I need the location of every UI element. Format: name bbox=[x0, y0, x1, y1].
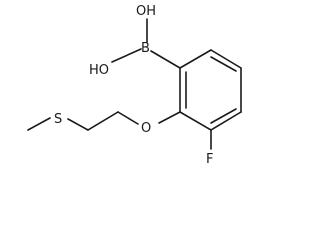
bond-oxygen-ch2 bbox=[117, 111, 139, 125]
bond-c2-ether-oxygen bbox=[158, 111, 181, 124]
atom-label-hydroxyl-top: OH bbox=[136, 4, 156, 19]
atom-label-fluorine: F bbox=[206, 152, 213, 167]
atom-label-ether-oxygen: O bbox=[141, 121, 151, 136]
bond-ch2-sulfur bbox=[67, 118, 89, 131]
atom-label-boron: B bbox=[141, 41, 150, 56]
ring-bond-c6-c1 bbox=[179, 49, 212, 69]
bond-c1-boron bbox=[150, 50, 181, 69]
ring-bond-c5-c6 bbox=[210, 49, 242, 69]
atom-label-hydroxyl-left: HO bbox=[89, 63, 109, 78]
atom-label-sulfur: S bbox=[54, 112, 62, 127]
ring-double-bond-inner-3 bbox=[210, 56, 237, 72]
ring-bond-c2-c3 bbox=[179, 111, 212, 131]
bond-sulfur-methyl bbox=[27, 117, 51, 131]
ring-double-bond-inner-2 bbox=[210, 108, 237, 124]
bond-ch2-ch2 bbox=[87, 111, 119, 131]
ring-bond-c3-c4 bbox=[210, 111, 242, 131]
chemical-structure: OH HO B O S F bbox=[27, 4, 242, 167]
bond-boron-oh-left bbox=[111, 48, 142, 63]
